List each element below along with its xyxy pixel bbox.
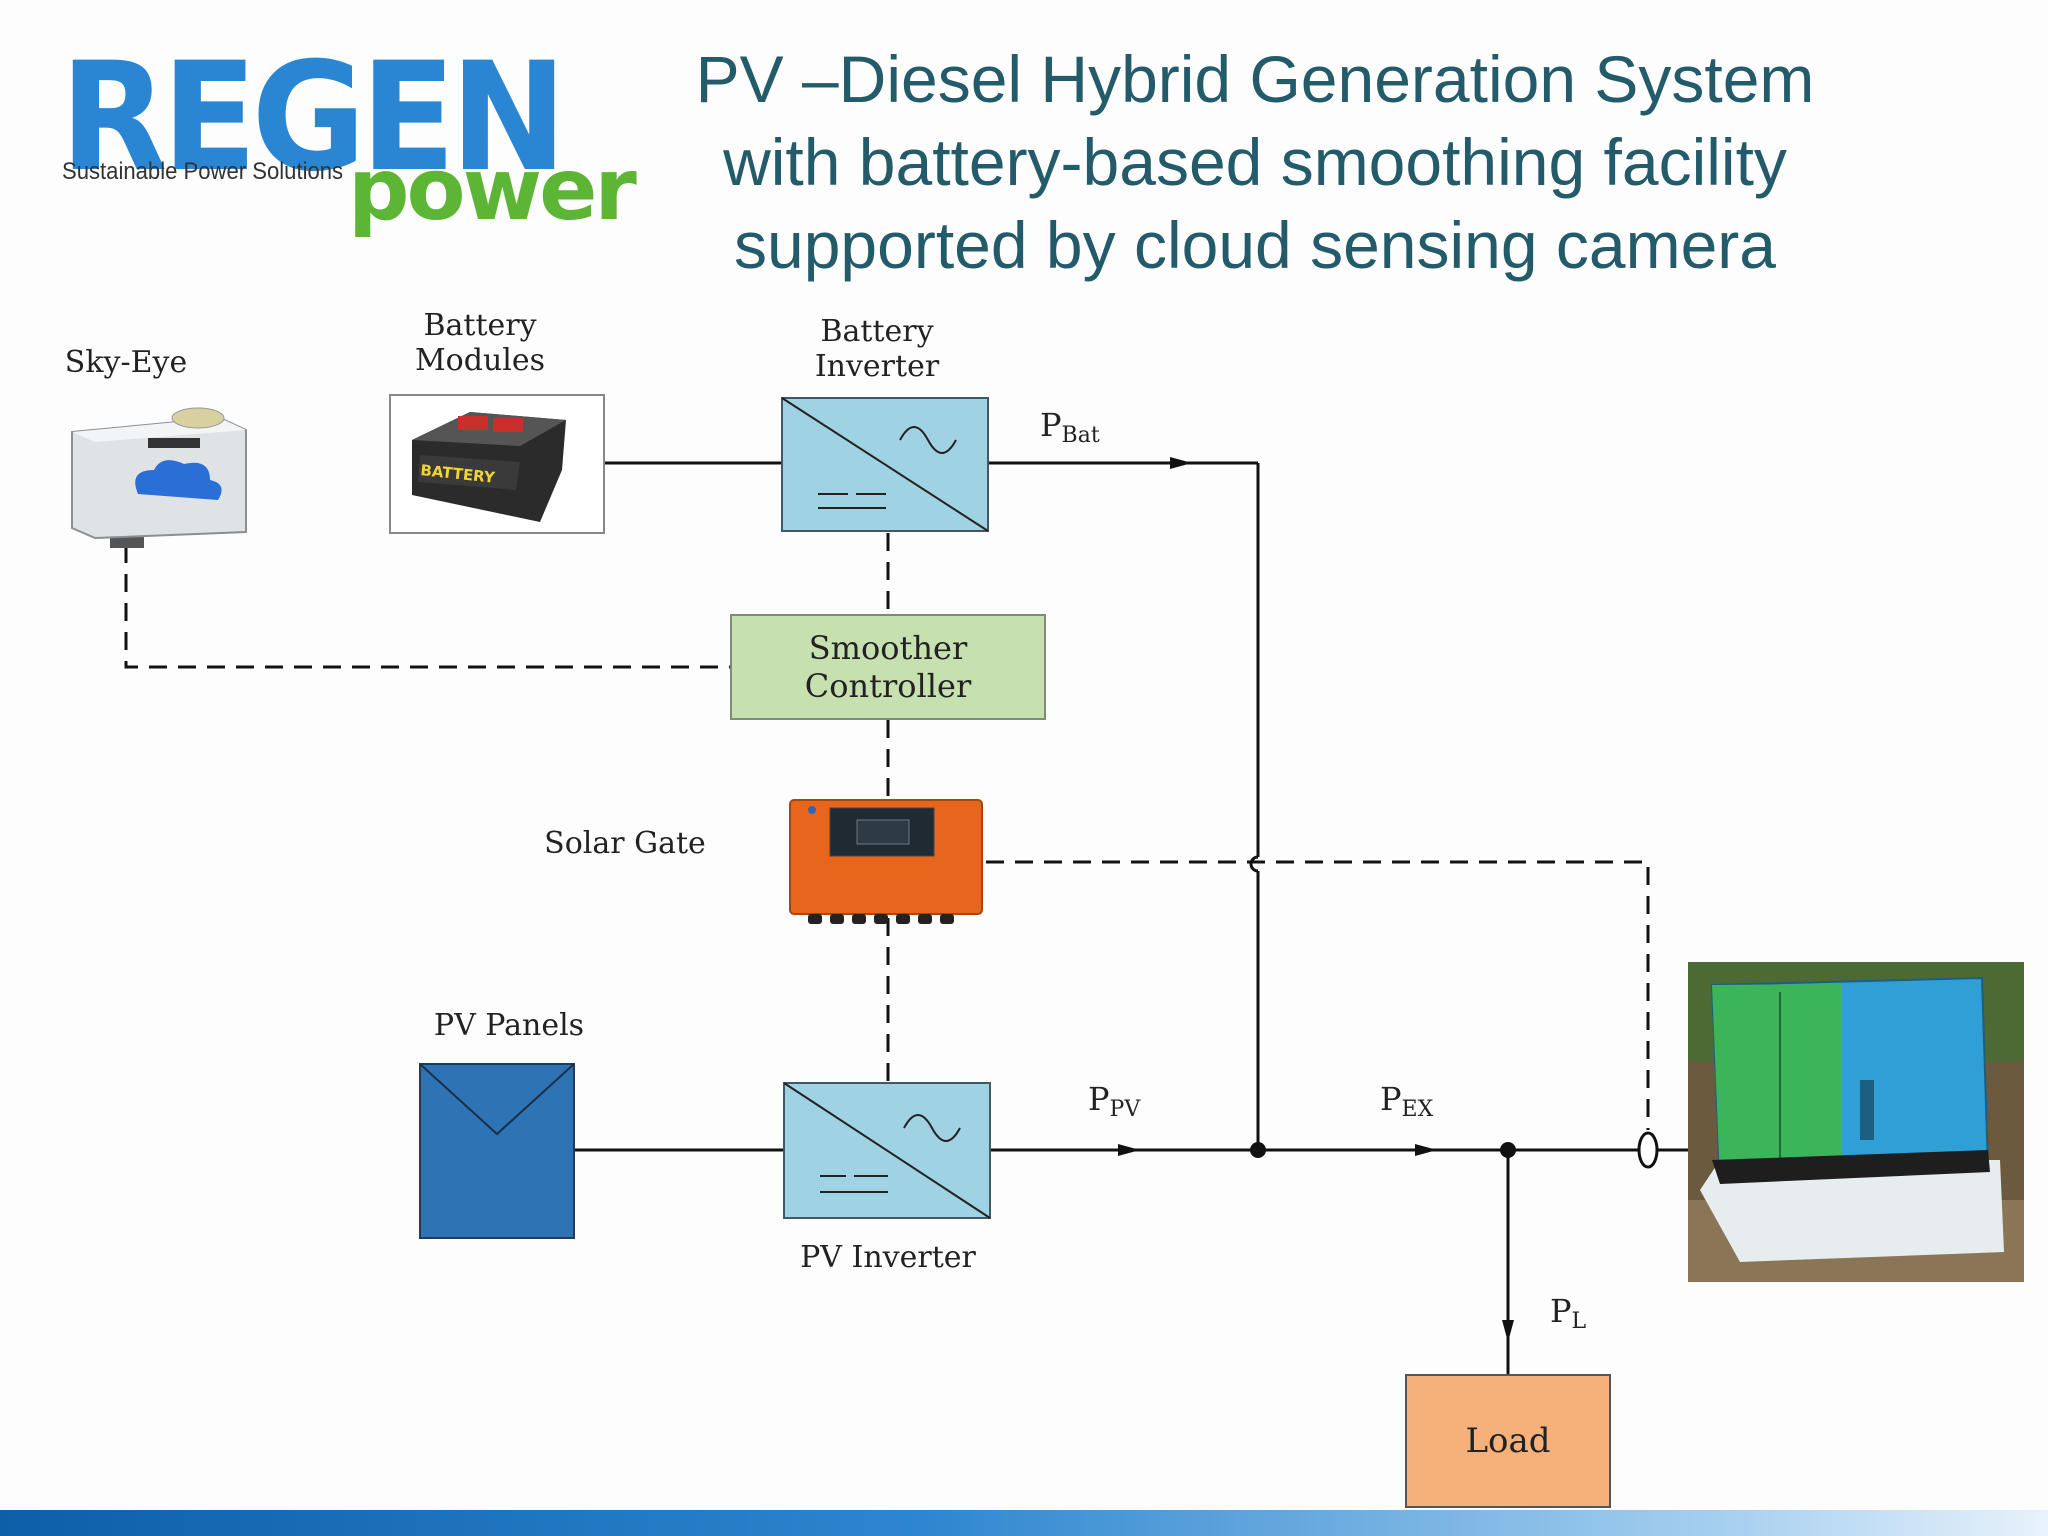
smoother-controller: Smoother Controller bbox=[730, 614, 1046, 720]
smoother-controller-line2: Controller bbox=[804, 667, 972, 705]
pv-panel bbox=[419, 1063, 575, 1239]
logo-sub: power bbox=[348, 140, 637, 240]
label-pv-inverter: PV Inverter bbox=[800, 1240, 976, 1275]
label-sky-eye: Sky-Eye bbox=[64, 345, 188, 380]
junction-bus bbox=[1250, 1142, 1266, 1158]
label-solar-gate: Solar Gate bbox=[544, 826, 706, 861]
solar-gate-device bbox=[789, 799, 983, 924]
battery-module-image: BATTERY bbox=[389, 394, 605, 534]
battery-inverter bbox=[781, 397, 989, 532]
label-battery-modules: Battery Modules bbox=[390, 308, 570, 378]
title-line-2: with battery-based smoothing facility bbox=[723, 125, 1787, 199]
label-battery-modules-line1: Battery bbox=[423, 308, 537, 343]
label-battery-inverter-line2: Inverter bbox=[814, 349, 940, 384]
logo-brand: REGEN bbox=[60, 31, 567, 205]
junction-load bbox=[1500, 1142, 1516, 1158]
comm-skyeye-controller bbox=[124, 545, 730, 669]
label-battery-inverter-line1: Battery bbox=[820, 314, 934, 349]
comm-gate-sensor bbox=[986, 860, 1650, 1130]
diesel-generator-image bbox=[1688, 962, 2024, 1282]
regen-power-logo: REGEN Sustainable Power Solutions power bbox=[60, 31, 637, 240]
label-p-pv: PPV bbox=[1088, 1080, 1141, 1122]
title-line-3: supported by cloud sensing camera bbox=[734, 208, 1776, 282]
label-p-ex: PEX bbox=[1380, 1080, 1434, 1122]
label-battery-inverter: Battery Inverter bbox=[786, 314, 968, 384]
label-p-bat: PBat bbox=[1040, 406, 1100, 448]
sky-eye-camera bbox=[71, 407, 247, 548]
footer-gradient-bar bbox=[0, 1510, 2048, 1536]
load-box: Load bbox=[1405, 1374, 1611, 1508]
pv-inverter bbox=[783, 1082, 991, 1219]
current-sensor bbox=[1637, 1131, 1659, 1169]
smoother-controller-line1: Smoother bbox=[808, 629, 968, 667]
label-battery-modules-line2: Modules bbox=[414, 343, 546, 378]
logo-tagline: Sustainable Power Solutions bbox=[62, 158, 344, 185]
label-p-l: PL bbox=[1550, 1292, 1587, 1334]
title-line-1: PV –Diesel Hybrid Generation System bbox=[695, 42, 1815, 116]
page-title: PV –Diesel Hybrid Generation System with… bbox=[630, 38, 1880, 287]
label-pv-panels: PV Panels bbox=[433, 1008, 585, 1043]
